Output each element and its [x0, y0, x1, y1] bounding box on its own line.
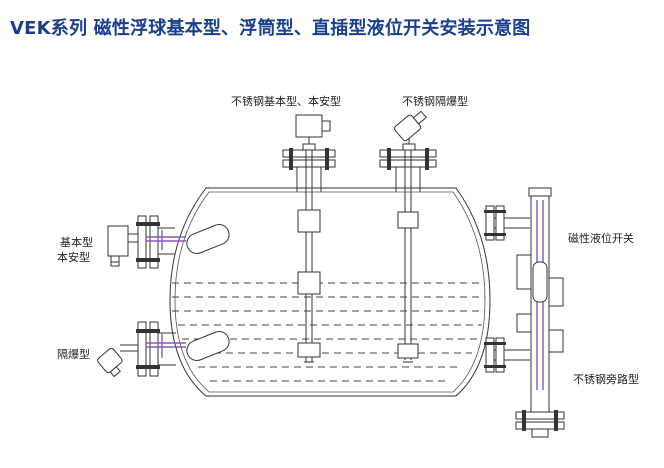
right-bypass-nozzles: [484, 205, 530, 373]
label-stainless-basic-intrinsic: 不锈钢基本型、本安型: [231, 95, 341, 108]
label-basic-type: 基本型: [60, 236, 93, 249]
tank-vessel: [169, 187, 491, 397]
label-intrinsic-type: 本安型: [57, 251, 90, 264]
top-nozzle-explosion-proof: [379, 110, 437, 363]
left-side-switch-explosion-proof: [97, 321, 230, 378]
label-explosion-proof-type: 隔爆型: [57, 348, 90, 361]
page-title: VEK系列 磁性浮球基本型、浮筒型、直插型液位开关安装示意图: [10, 18, 531, 39]
left-side-switch-basic: [107, 215, 230, 269]
liquid-level-lines: [172, 282, 485, 382]
top-nozzle-basic: [282, 114, 336, 363]
label-stainless-bypass-type: 不锈钢旁路型: [573, 373, 639, 386]
label-stainless-explosion-proof: 不锈钢隔爆型: [402, 95, 468, 108]
label-magnetic-level-switch: 磁性液位开关: [568, 232, 634, 245]
bypass-column: [515, 187, 565, 438]
